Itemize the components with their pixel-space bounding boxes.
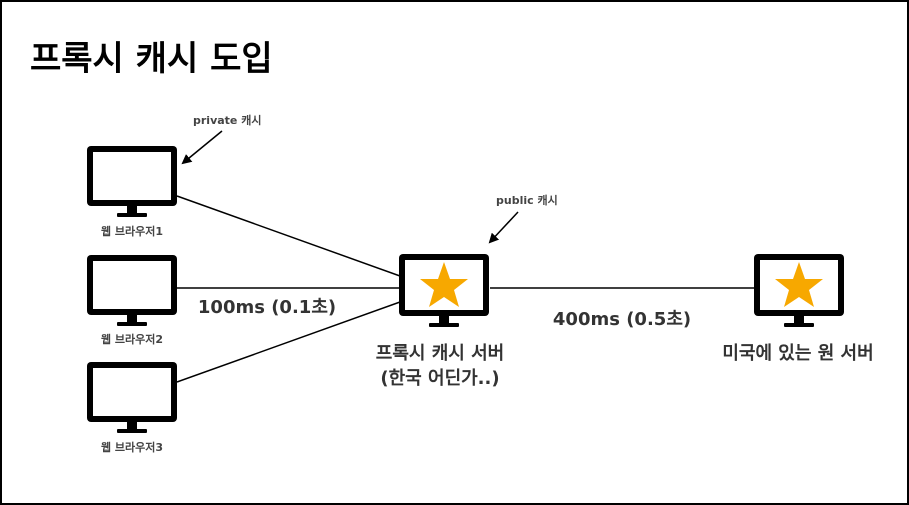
public-cache-label: public 캐시 <box>496 193 558 207</box>
monitor-icon <box>87 362 177 433</box>
line-browser3-proxy <box>176 301 401 383</box>
star-icon <box>420 262 468 307</box>
proxy-server-location: (한국 어딘가..) <box>380 368 499 389</box>
proxy-server: 프록시 캐시 서버 (한국 어딘가..) <box>376 254 504 389</box>
browser-label: 웹 브라우저3 <box>101 440 163 454</box>
proxy-server-label: 프록시 캐시 서버 <box>376 343 504 364</box>
private-cache-label: private 캐시 <box>193 113 261 127</box>
browser-1: 웹 브라우저1 <box>87 146 177 238</box>
line-browser1-proxy <box>176 195 401 277</box>
origin-server-label: 미국에 있는 원 서버 <box>722 343 873 364</box>
monitor-icon <box>87 146 177 217</box>
browser-label: 웹 브라우저1 <box>101 224 163 238</box>
arrow-icon <box>488 211 519 244</box>
star-icon <box>775 262 823 307</box>
browser-2: 웹 브라우저2 <box>87 255 177 346</box>
page-title: 프록시 캐시 도입 <box>30 39 273 79</box>
browser-3: 웹 브라우저3 <box>87 362 177 454</box>
browser-label: 웹 브라우저2 <box>101 332 163 346</box>
latency-browser-proxy: 100ms (0.1초) <box>198 297 336 318</box>
origin-server: 미국에 있는 원 서버 <box>722 254 874 364</box>
arrow-icon <box>181 130 223 165</box>
monitor-icon <box>87 255 177 326</box>
latency-proxy-origin: 400ms (0.5초) <box>553 309 691 330</box>
